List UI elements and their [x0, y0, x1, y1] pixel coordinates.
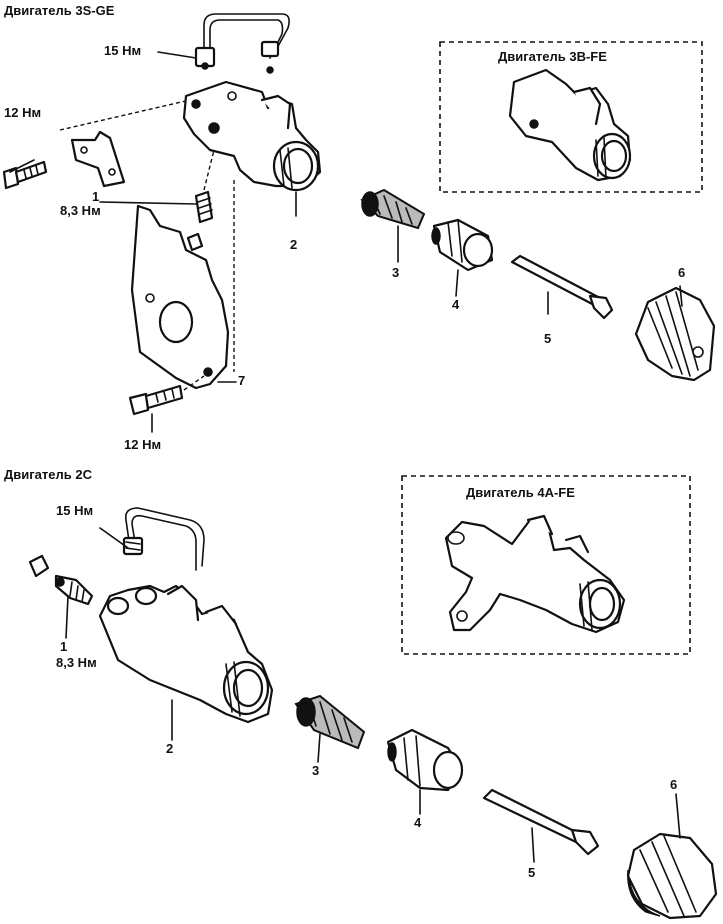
inset-box-3bfe [439, 41, 703, 193]
callout-3-top: 3 [392, 265, 400, 280]
slave-cylinder-top [182, 80, 322, 192]
pushrod-bottom [482, 788, 600, 856]
boot-bottom [626, 832, 718, 920]
callout-5-top: 5 [544, 331, 552, 346]
inset-title-4afe: Двигатель 4A-FE [466, 485, 575, 500]
inset-title-3bfe: Двигатель 3В-FE [498, 49, 607, 64]
spring-top [360, 188, 426, 230]
callout-6-top: 6 [678, 265, 686, 280]
inset-box-4afe [401, 475, 691, 655]
bracket-top [59, 99, 191, 188]
bleeder-top [186, 149, 215, 252]
boot-top [634, 286, 716, 382]
callout-2-top: 2 [290, 237, 298, 252]
bolt-top-left [2, 160, 48, 190]
callout-4-bottom: 4 [414, 815, 422, 830]
torque-bracket-bolt-top: 12 Нм [4, 105, 42, 120]
piston-bottom [386, 728, 464, 792]
torque-bleeder-top: 8,3 Нм [60, 203, 101, 218]
pipe-bottom [122, 507, 205, 571]
callout-1-top: 1 [92, 189, 100, 204]
callout-2-bottom: 2 [166, 741, 174, 756]
slave-cylinder-bottom [98, 584, 274, 724]
mounting-plate [130, 180, 235, 390]
piston-top [431, 218, 494, 272]
callout-4-top: 4 [452, 297, 460, 312]
callout-5-bottom: 5 [528, 865, 536, 880]
callout-6-bottom: 6 [670, 777, 678, 792]
pushrod-top [510, 254, 614, 320]
bolt-top-bottom [128, 375, 205, 416]
engine-title-bottom: Двигатель 2С [4, 467, 92, 482]
torque-pipe-top: 15 Нм [104, 43, 142, 58]
engine-title-top: Двигатель 3S-GE [4, 3, 115, 18]
spring-bottom [294, 694, 366, 750]
callout-7-top: 7 [238, 373, 246, 388]
torque-pipe-bottom: 15 Нм [56, 503, 94, 518]
callout-1-bottom: 1 [60, 639, 68, 654]
pipe-top [194, 13, 290, 74]
leader-lines [9, 51, 683, 863]
bleeder-bottom [28, 554, 94, 606]
torque-bleeder-bottom: 8,3 Нм [56, 655, 97, 670]
callout-3-bottom: 3 [312, 763, 320, 778]
torque-plate-bolt-top: 12 Нм [124, 437, 162, 452]
